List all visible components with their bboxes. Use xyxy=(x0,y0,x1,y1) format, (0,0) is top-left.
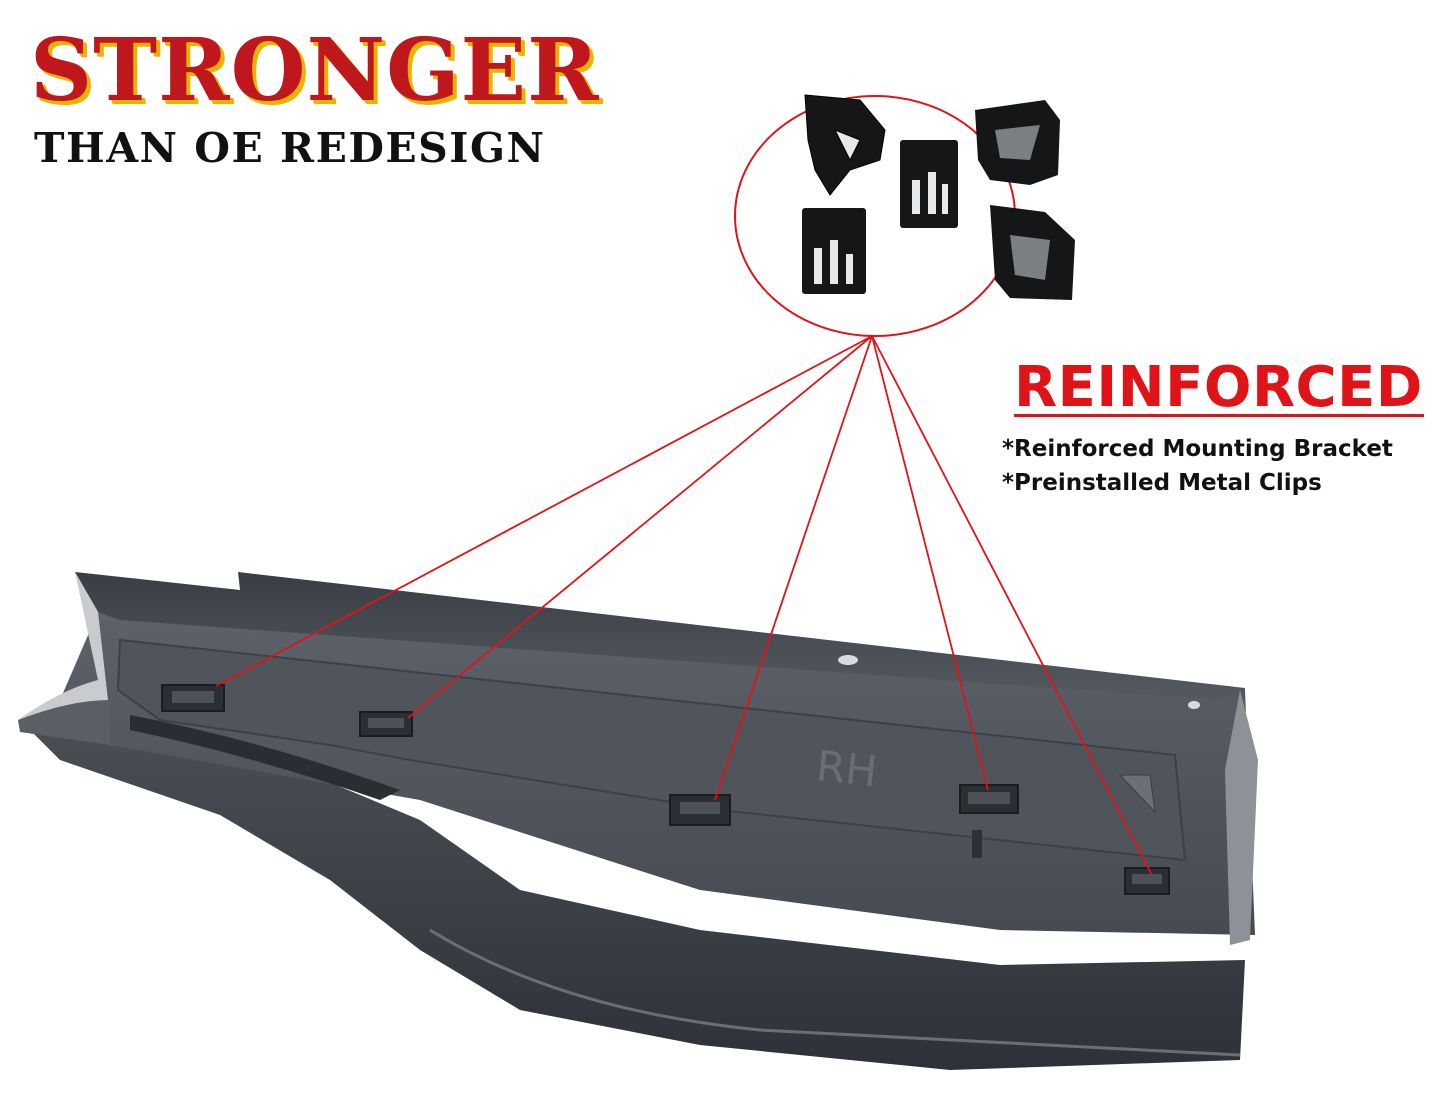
part-clip-5 xyxy=(1124,867,1170,895)
feature-item: *Reinforced Mounting Bracket xyxy=(1002,436,1393,462)
metal-clip-icon xyxy=(802,208,866,294)
metal-clip-icon xyxy=(975,100,1060,185)
part-clip-3 xyxy=(669,794,731,826)
trim-panel-part xyxy=(18,572,1258,1070)
feature-title: REINFORCED xyxy=(1014,355,1423,420)
part-clip-1 xyxy=(161,684,225,712)
metal-clip-icon xyxy=(990,205,1075,300)
part-clip-2 xyxy=(359,711,413,737)
headline: STRONGER xyxy=(30,20,600,121)
callout-lines xyxy=(215,335,1153,876)
feature-list: *Reinforced Mounting Bracket *Preinstall… xyxy=(1002,432,1393,500)
subheadline: THAN OE REDESIGN xyxy=(34,124,546,172)
part-clip-4 xyxy=(959,784,1019,814)
part-marking: RH xyxy=(814,741,880,796)
metal-clip-icon xyxy=(900,140,958,228)
feature-item: *Preinstalled Metal Clips xyxy=(1002,470,1322,496)
feature-title-underline xyxy=(1014,414,1424,417)
metal-clip-icon xyxy=(804,94,886,196)
